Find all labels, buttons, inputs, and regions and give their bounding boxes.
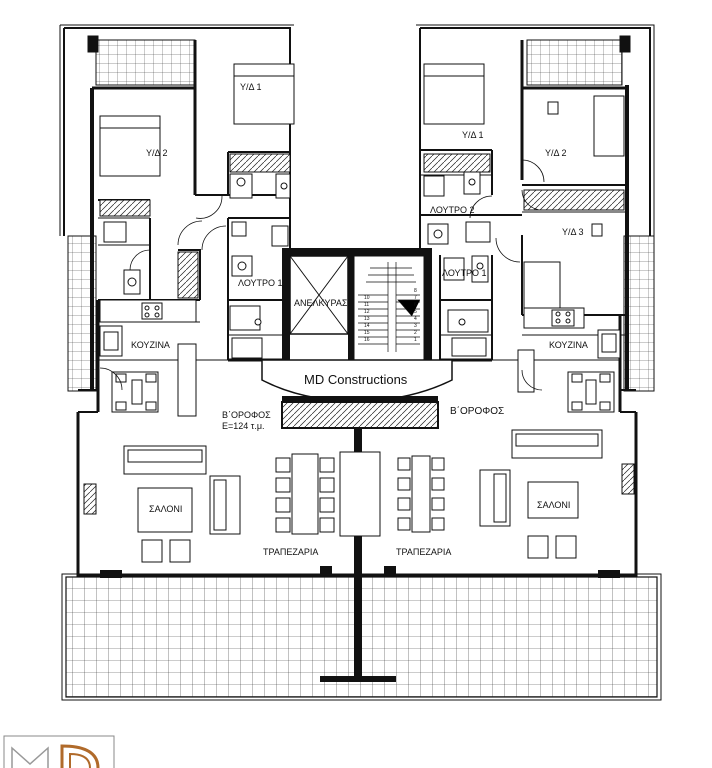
room-label-bedroom: Υ/Δ 2	[146, 148, 168, 158]
room-label-kitchen: ΚΟΥΖΙΝΑ	[131, 340, 170, 350]
balcony-top-right	[526, 39, 623, 86]
bed-icon	[99, 115, 161, 177]
step-label: 8	[414, 288, 417, 294]
dining-table	[339, 451, 381, 537]
step-label: 7	[414, 295, 417, 301]
room-label-bathroom: ΛΟΥΤΡΟ 1	[442, 268, 487, 278]
party-wall	[354, 428, 362, 680]
step-label: 6	[414, 302, 417, 308]
logo	[3, 735, 115, 768]
stair-step-numbers: 10 11 12 13 14 15 16 8 7 6 5 4 3 2 1	[364, 288, 417, 343]
dining-table	[411, 455, 431, 533]
room-label-bathroom: ΛΟΥΤΡΟ 1	[238, 278, 283, 288]
room-label-dining: ΤΡΑΠΕΖΑΡΙΑ	[263, 547, 318, 557]
step-label: 1	[414, 337, 417, 343]
step-label: 16	[364, 337, 370, 343]
step-label: 4	[414, 316, 417, 322]
room-label-kitchen: ΚΟΥΖΙΝΑ	[549, 340, 588, 350]
door-swings	[99, 159, 545, 391]
step-label: 10	[364, 295, 370, 301]
right-wing-walls	[416, 24, 655, 390]
floor-label: Β΄ΟΡΟΦΟΣ	[450, 405, 504, 417]
dining-table	[291, 453, 319, 535]
right-furniture	[339, 63, 635, 559]
building-core	[261, 248, 453, 403]
room-label-bedroom: Υ/Δ 1	[240, 82, 262, 92]
room-label-bedroom: Υ/Δ 2	[545, 148, 567, 158]
floor-area-label: Ε=124 τ.μ.	[222, 421, 265, 431]
bed-icon	[423, 63, 485, 125]
step-label: 13	[364, 316, 370, 322]
elevator-label: ΑΝΕΛΚΥΡΑΣ	[294, 298, 348, 308]
room-label-living: ΣΑΛΟΝΙ	[537, 500, 570, 510]
bed-icon	[593, 95, 625, 157]
balcony-top-left	[95, 39, 196, 86]
room-label-dining: ΤΡΑΠΕΖΑΡΙΑ	[396, 547, 451, 557]
brand-label: MD Constructions	[304, 372, 408, 387]
step-label: 5	[414, 309, 417, 315]
step-label: 15	[364, 330, 370, 336]
room-label-bathroom: ΛΟΥΤΡΟ 2	[430, 205, 475, 215]
room-label-bedroom: Υ/Δ 1	[462, 130, 484, 140]
coffee-table	[137, 487, 193, 533]
room-label-living: ΣΑΛΟΝΙ	[149, 504, 182, 514]
corridor-cabinets	[281, 401, 439, 429]
floor-label: Β΄ΟΡΟΦΟΣ	[222, 410, 271, 420]
bed-icon	[523, 261, 561, 311]
coffee-table	[527, 481, 579, 519]
step-label: 11	[364, 302, 369, 308]
step-label: 3	[414, 323, 417, 329]
step-label: 12	[364, 309, 370, 315]
step-label: 14	[364, 323, 370, 329]
left-furniture	[83, 63, 335, 563]
bed-icon	[233, 63, 295, 125]
room-label-bedroom: Υ/Δ 3	[562, 227, 584, 237]
step-label: 2	[414, 330, 417, 336]
